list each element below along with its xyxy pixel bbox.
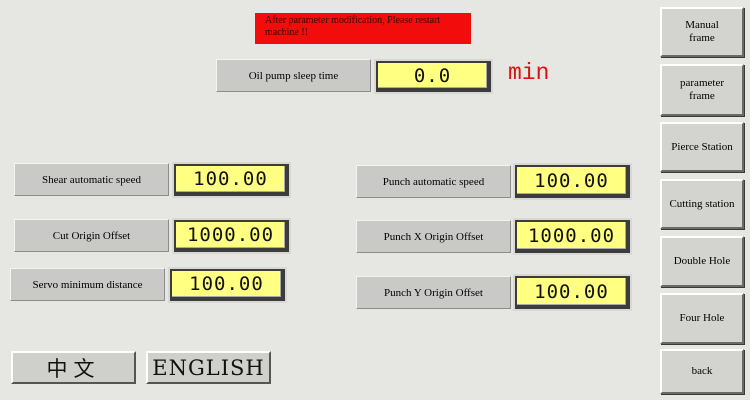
punch-automatic-speed-label: Punch automatic speed xyxy=(356,165,511,198)
restart-warning-banner: After parameter modification, Please res… xyxy=(255,13,471,44)
oil-pump-sleep-time-field[interactable]: 0.0 xyxy=(374,59,493,94)
cutting-station-button[interactable]: Cutting station xyxy=(660,179,744,229)
four-hole-label: Four Hole xyxy=(679,312,725,324)
pierce-station-label: Pierce Station xyxy=(671,140,733,153)
cutting-station-label: Cutting station xyxy=(669,197,735,210)
punch-y-origin-offset-field[interactable]: 100.00 xyxy=(513,274,632,311)
servo-minimum-distance-label: Servo minimum distance xyxy=(10,268,165,301)
shear-automatic-speed-label: Shear automatic speed xyxy=(14,163,169,196)
double-hole-label: Double Hole xyxy=(673,255,731,267)
english-language-button[interactable]: ENGLISH xyxy=(146,351,271,384)
servo-minimum-distance-field[interactable]: 100.00 xyxy=(168,267,287,303)
double-hole-button[interactable]: Double Hole xyxy=(660,236,744,287)
punch-y-origin-offset-label: Punch Y Origin Offset xyxy=(356,276,511,309)
punch-x-origin-offset-field[interactable]: 1000.00 xyxy=(513,218,632,255)
oil-pump-sleep-time-label: Oil pump sleep time xyxy=(216,59,371,92)
back-button[interactable]: back xyxy=(660,349,744,394)
punch-automatic-speed-field[interactable]: 100.00 xyxy=(513,163,632,200)
cut-origin-offset-label: Cut Origin Offset xyxy=(14,219,169,252)
punch-x-origin-offset-label: Punch X Origin Offset xyxy=(356,220,511,253)
manual-frame-label: Manual frame xyxy=(685,19,719,44)
cut-origin-offset-field[interactable]: 1000.00 xyxy=(172,218,291,254)
parameter-frame-button[interactable]: parameter frame xyxy=(660,64,744,116)
pierce-station-button[interactable]: Pierce Station xyxy=(660,122,744,172)
parameter-frame-label: parameter frame xyxy=(680,77,724,102)
four-hole-button[interactable]: Four Hole xyxy=(660,293,744,344)
manual-frame-button[interactable]: Manual frame xyxy=(660,7,744,57)
back-label: back xyxy=(691,365,713,377)
chinese-language-button[interactable]: 中文 xyxy=(11,351,136,384)
oil-pump-unit: min xyxy=(508,60,550,86)
shear-automatic-speed-field[interactable]: 100.00 xyxy=(172,162,291,198)
